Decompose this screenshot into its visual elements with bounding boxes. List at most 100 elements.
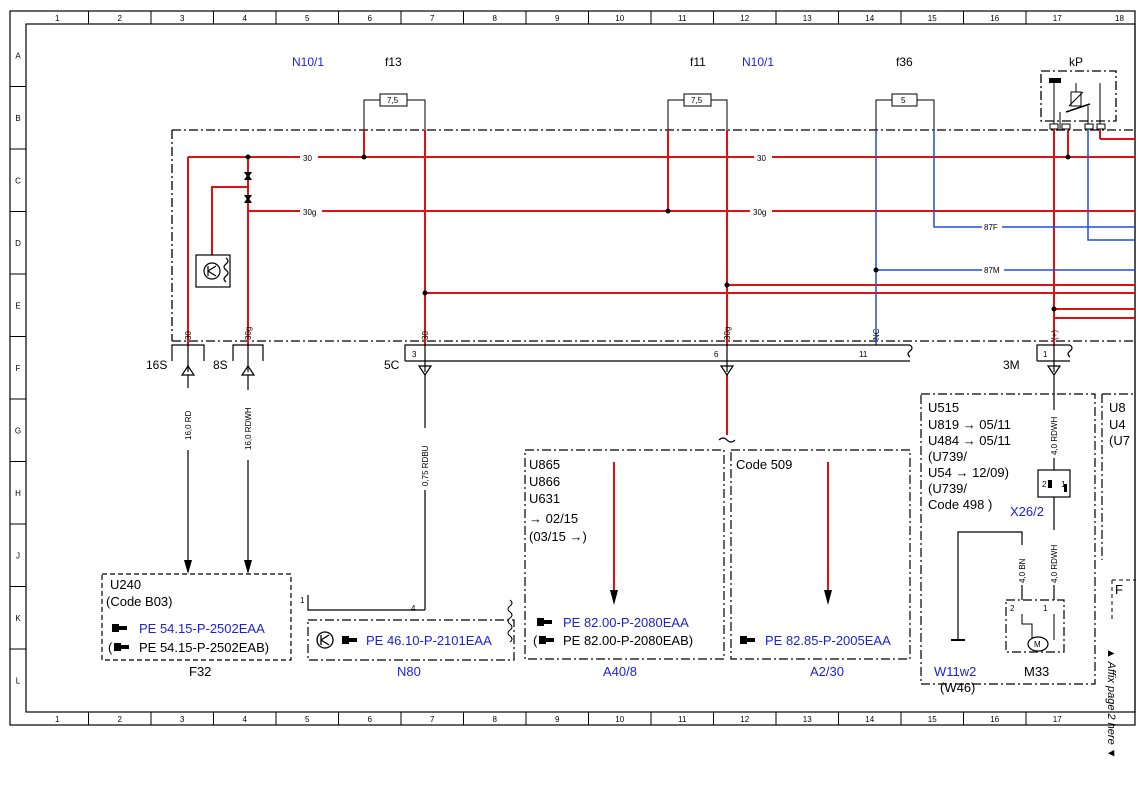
connector-3m: 3M: [1003, 358, 1020, 372]
module-label-right: N10/1: [742, 55, 774, 69]
a40-ref2-prefix: (: [533, 633, 538, 648]
f32-ref2[interactable]: PE 54.15-P-2502EAB): [139, 640, 269, 655]
column-number: 13: [803, 14, 812, 23]
wire-label-30g-a: 30g: [303, 208, 316, 217]
module-label-left: N10/1: [292, 55, 324, 69]
fuse-f13-rating: 7,5: [387, 96, 399, 105]
column-number: 3: [180, 715, 185, 724]
sensor-transistor: [195, 254, 231, 288]
connector-pin-3: 3: [412, 350, 417, 359]
column-number: 2: [118, 14, 123, 23]
x26-label: X26/2: [1010, 504, 1044, 519]
row-letter: H: [15, 489, 21, 498]
fuse-f13-name: f13: [385, 55, 402, 69]
column-number: 10: [615, 715, 624, 724]
column-number: 11: [678, 715, 687, 724]
pin-label-2: 30g: [244, 327, 253, 340]
column-number: 9: [555, 14, 560, 23]
row-letter: F: [16, 364, 21, 373]
margin-note: ▲ Affix page 2 here ▼: [1105, 648, 1117, 759]
wire-spec-labels: 16,0 RD 16,0 RDWH 0,75 RDBU 4,0 RDWH 4,0…: [183, 388, 1059, 585]
wire-label-87m: 87M: [984, 266, 1000, 275]
column-number: 4: [243, 715, 248, 724]
wire-label-30g-b: 30g: [753, 208, 766, 217]
frame-border: [9, 10, 1136, 726]
f32-ref2-prefix: (: [108, 640, 113, 655]
connector-strip: [171, 344, 1073, 372]
column-number: 1: [55, 14, 60, 23]
column-number: 7: [430, 715, 435, 724]
right-cut-line2: U4: [1109, 417, 1126, 432]
column-number: 3: [180, 14, 185, 23]
column-number: 5: [305, 715, 310, 724]
arrow-heads: [610, 590, 832, 605]
f32-ref1[interactable]: PE 54.15-P-2502EAA: [139, 621, 265, 636]
column-number: 12: [740, 14, 749, 23]
m33-symbol: M: [1034, 640, 1041, 649]
column-number: 13: [803, 715, 812, 724]
junction-dots: [245, 154, 1071, 312]
u515-line7: Code 498 ): [928, 497, 992, 512]
column-number: 11: [678, 14, 687, 23]
m33-name: M33: [1024, 664, 1049, 679]
fuse-f11-rating: 7,5: [691, 96, 703, 105]
wire-label-87f: 87F: [984, 223, 998, 232]
red-wires: [187, 130, 1136, 590]
wire-spec-4: 4,0 RDWH: [1050, 417, 1059, 455]
wire-spec-2: 16,0 RDWH: [244, 407, 253, 450]
f32-name: F32: [189, 664, 211, 679]
row-letter: B: [15, 114, 20, 123]
n80-ref-icon: [342, 636, 357, 644]
row-letter: E: [15, 301, 20, 310]
wire-label-30-a: 30: [303, 154, 312, 163]
column-number: 1: [55, 715, 60, 724]
column-number: 7: [430, 14, 435, 23]
n80-sensor-icon: [316, 631, 334, 649]
a40-ref2[interactable]: PE 82.00-P-2080EAB): [563, 633, 693, 648]
connector-pin-6: 6: [714, 350, 719, 359]
x26-pin-1: 1: [1061, 480, 1066, 489]
pin-labels: 30 30g 30 30g NC (+): [184, 327, 1059, 340]
a40-ref2-icon: [539, 636, 554, 644]
a40-line3: U631: [529, 491, 560, 506]
f32-line2: (Code B03): [106, 594, 172, 609]
wire-label-30-b: 30: [757, 154, 766, 163]
connector-8s: 8S: [213, 358, 228, 372]
column-ruler: 1122334455667788991010111112121313141415…: [55, 11, 1062, 725]
fuse-f11-name: f11: [690, 55, 706, 69]
column-number: 12: [740, 715, 749, 724]
u515-line4: (U739/: [928, 449, 967, 464]
n80-pin-1: 1: [300, 596, 305, 605]
ground-label: W11w2: [934, 664, 976, 679]
connector-triangles: [180, 364, 1062, 377]
corner-number: 18: [1115, 14, 1124, 23]
fuse-f36: f36 5: [875, 55, 935, 130]
wire-arrowheads: [184, 560, 252, 574]
column-number: 14: [865, 14, 874, 23]
module-boundary: [171, 129, 1136, 342]
column-number: 2: [118, 715, 123, 724]
a40-ref1[interactable]: PE 82.00-P-2080EAA: [563, 615, 689, 630]
pin-label-4: 30g: [723, 327, 732, 340]
column-number: 17: [1053, 715, 1062, 724]
column-number: 16: [990, 715, 999, 724]
a40-name: A40/8: [603, 664, 637, 679]
x26-pin-2: 2: [1042, 480, 1047, 489]
right-cut-line3: (U7: [1109, 433, 1130, 448]
a2-ref[interactable]: PE 82.85-P-2005EAA: [765, 633, 891, 648]
column-number: 15: [928, 715, 937, 724]
n80-ref[interactable]: PE 46.10-P-2101EAA: [366, 633, 492, 648]
pin-label-3: 30: [421, 331, 430, 340]
connector-5c: 5C: [384, 358, 400, 372]
fuse-f36-name: f36: [896, 55, 913, 69]
diode-pair: [244, 172, 252, 203]
a2-box: Code 509 PE 82.85-P-2005EAA A2/30: [730, 449, 911, 679]
u515-box: U515 U819 → 05/11 U484 → 05/11 (U739/ U5…: [920, 393, 1096, 695]
column-number: 6: [368, 715, 373, 724]
u515-line2: U819 → 05/11: [928, 417, 1011, 432]
ground-sublabel: (W46): [940, 680, 975, 695]
wire-spec-3: 0,75 RDBU: [421, 445, 430, 486]
m33-pin-1: 1: [1043, 604, 1048, 613]
